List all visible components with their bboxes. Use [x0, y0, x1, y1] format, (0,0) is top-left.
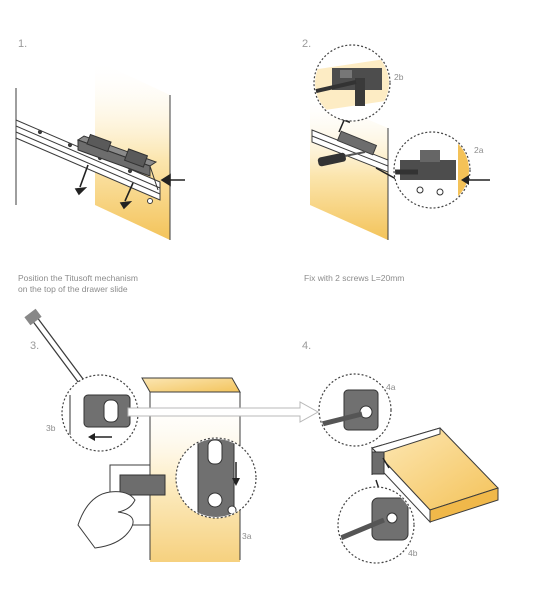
step-1-caption-line-2: on the top of the drawer slide	[18, 284, 128, 294]
step-3-number: 3.	[30, 340, 40, 352]
step-2b-detail-circle	[313, 44, 391, 122]
step-4-number: 4.	[302, 340, 312, 352]
step-1-caption-line-1: Position the Titusoft mechanism	[18, 273, 139, 283]
step-4-drawer	[371, 427, 499, 524]
step-4b-detail-circle	[337, 486, 415, 564]
step-2-screwdriver	[317, 151, 366, 167]
step-4a-detail-circle	[318, 373, 392, 447]
callout-2b: 2b	[394, 72, 404, 82]
step-1-titusoft-mechanism	[76, 133, 159, 191]
step-2-number: 2.	[302, 38, 312, 50]
step-1-arrows	[74, 164, 185, 210]
step-3-to-4-arrow	[127, 401, 320, 423]
step-3b-detail-circle	[61, 374, 139, 452]
step-1-caption: Position the Titusoft mechanism on the t…	[18, 273, 138, 295]
step-2a-detail-circle	[393, 131, 490, 209]
callout-4a: 4a	[386, 382, 396, 392]
step-1-number: 1.	[18, 38, 28, 50]
callout-3b: 3b	[46, 423, 56, 433]
step-2-drawer-slide	[311, 129, 389, 173]
step-3-hand	[77, 491, 136, 549]
step-2-wall	[310, 95, 389, 240]
step-2-caption: Fix with 2 screws L=20mm	[304, 273, 405, 283]
step-3a-detail-circle	[175, 437, 257, 519]
callout-2a: 2a	[474, 145, 484, 155]
callout-3a: 3a	[242, 531, 252, 541]
callout-4b: 4b	[408, 548, 418, 558]
